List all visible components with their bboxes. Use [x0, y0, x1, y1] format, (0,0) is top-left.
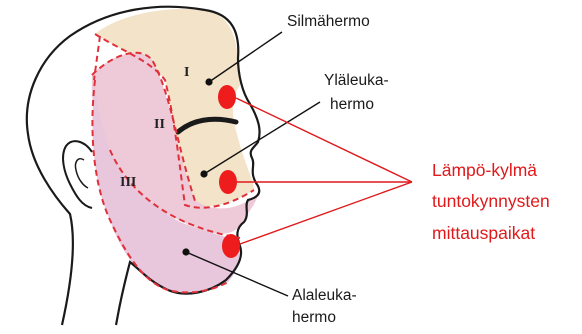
measurement-site-chin — [222, 234, 240, 258]
measurement-site-cheek — [219, 170, 237, 194]
zone-3-numeral: III — [120, 175, 136, 190]
measurement-sites-label-line2: tuntokynnysten — [432, 188, 550, 215]
zone-1-numeral: I — [184, 65, 189, 80]
measurement-sites-label-line1: Lämpö-kylmä — [432, 157, 537, 184]
measurement-callouts — [236, 98, 412, 244]
measurement-site-forehead — [218, 85, 236, 109]
mandibular-nerve-label-line1: Alaleuka- — [292, 285, 357, 306]
maxillary-nerve-label-line1: Yläleuka- — [324, 70, 389, 91]
ophthalmic-nerve-label: Silmähermo — [287, 11, 370, 32]
zone-2-numeral: II — [154, 117, 165, 132]
maxillary-nerve-label-line2: hermo — [330, 94, 374, 115]
measurement-sites-label-line3: mittauspaikat — [432, 220, 535, 247]
ear-inner — [75, 159, 88, 188]
mandibular-nerve-label-line2: hermo — [292, 307, 336, 328]
